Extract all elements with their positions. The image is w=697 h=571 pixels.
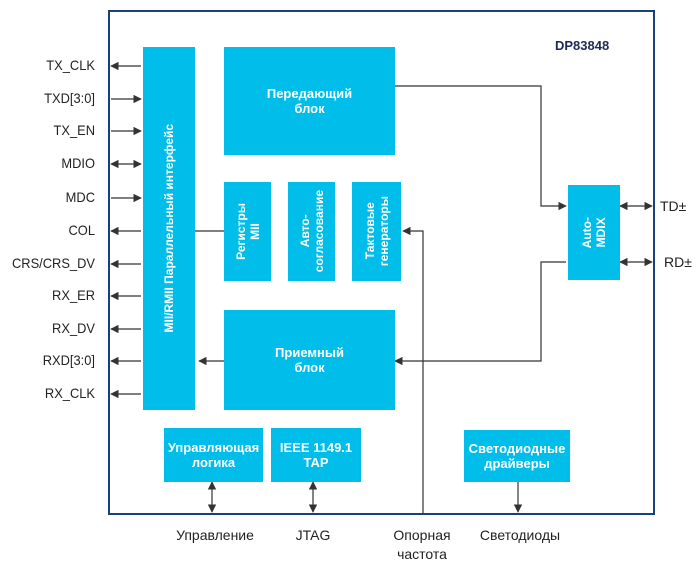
jtag-tap-label: IEEE 1149.1 TAP <box>279 440 353 470</box>
chip-border <box>108 10 655 515</box>
leds-label: Светодиоды <box>479 527 561 543</box>
chip-name: DP83848 <box>555 38 610 53</box>
transmit-block: Передающий блок <box>224 47 395 155</box>
left-pin-label: MDC <box>65 189 95 205</box>
left-pin-label: RX_DV <box>52 320 95 336</box>
left-pin-label: TX_CLK <box>46 57 95 73</box>
ref-clock-line <box>402 226 424 514</box>
autoneg-block: Авто- согласование <box>288 182 335 281</box>
control-logic-label: Управляющая логика <box>167 440 260 470</box>
mii-interface-label: MII/RMII Параллельный интерфейс <box>162 124 176 333</box>
left-pin-label: RX_CLK <box>44 385 95 401</box>
led-drivers-label: Светодиодные драйверы <box>468 441 566 471</box>
left-pin-label: TX_EN <box>53 122 95 138</box>
jtag-tap-block: IEEE 1149.1 TAP <box>271 428 361 482</box>
auto-mdix-block: Auto- MDIX <box>568 185 620 280</box>
left-pin-label: COL <box>68 222 95 238</box>
clock-gen-block: Тактовые генераторы <box>352 182 401 281</box>
clock-gen-label: Тактовые генераторы <box>362 196 391 267</box>
mdix-to-rx-line <box>394 261 566 366</box>
left-pin-label: RXD[3:0] <box>42 352 95 368</box>
mii-registers-block: Регистры MII <box>224 182 271 281</box>
left-pin-label: RX_ER <box>52 287 95 303</box>
receive-block: Приемный блок <box>224 310 395 410</box>
left-pin-label: TXD[3:0] <box>44 90 95 106</box>
auto-mdix-label: Auto- MDIX <box>580 216 608 249</box>
mii-registers-label: Регистры MII <box>233 203 262 260</box>
td-pin-label: TD± <box>660 198 687 214</box>
tx-to-mdix-line <box>395 85 567 211</box>
rd-pin-label: RD± <box>664 254 692 270</box>
internal-connections <box>195 85 653 514</box>
mii-interface-block: MII/RMII Параллельный интерфейс <box>143 47 195 410</box>
ref-clock-label: Опорная частота <box>393 527 451 562</box>
transmit-label: Передающий блок <box>266 86 353 116</box>
control-label: Управление <box>176 527 254 543</box>
jtag-label: JTAG <box>295 527 331 543</box>
autoneg-label: Авто- согласование <box>297 190 326 273</box>
receive-label: Приемный блок <box>275 345 344 375</box>
led-drivers-block: Светодиодные драйверы <box>464 430 570 482</box>
left-pin-label: MDIO <box>61 155 95 171</box>
left-pin-label: CRS/CRS_DV <box>11 255 96 271</box>
control-logic-block: Управляющая логика <box>164 428 263 482</box>
